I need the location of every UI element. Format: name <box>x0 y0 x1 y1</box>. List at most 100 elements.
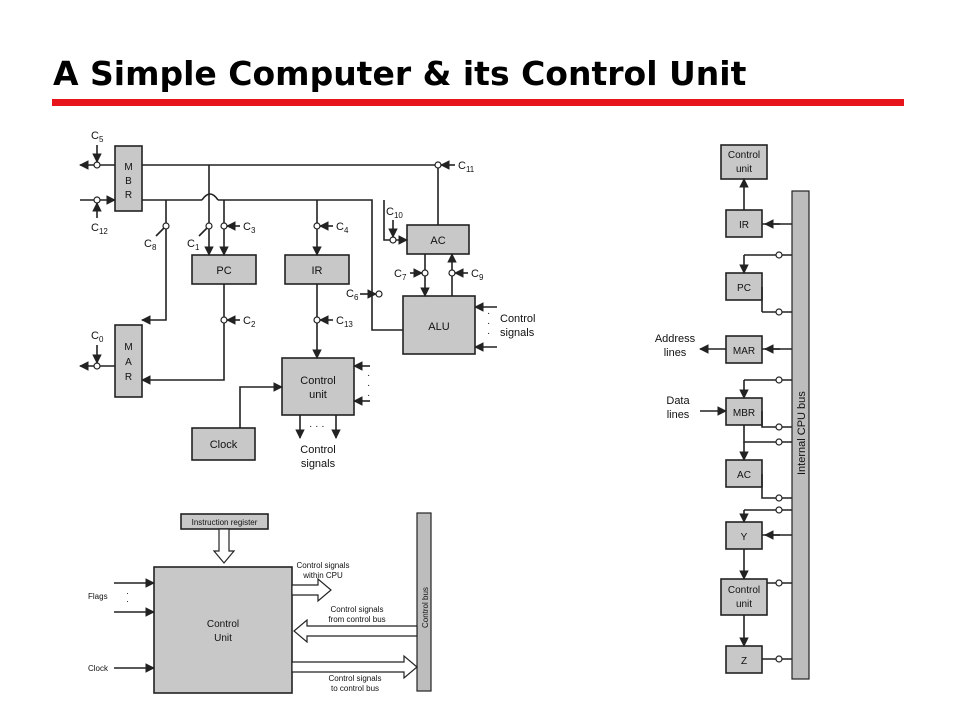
c3-gate <box>220 222 228 230</box>
mar-letter-3: R <box>125 372 132 383</box>
internal-cpu-bus <box>791 190 810 680</box>
clock-block <box>191 427 256 461</box>
mar-letter-2: A <box>125 357 132 368</box>
c1-gate <box>205 222 213 230</box>
bus-control-unit-top <box>720 144 768 180</box>
c5-gate <box>93 161 101 169</box>
c12-gate <box>93 196 101 204</box>
bus-ac-block <box>725 459 763 488</box>
from-bus-arrow <box>293 618 418 644</box>
svg-text:·: · <box>367 390 370 401</box>
bus-z-label: Z <box>741 656 747 667</box>
c4-label: C4 <box>336 221 349 235</box>
mbr-letter-2: B <box>125 176 132 187</box>
bus-mar-label: MAR <box>733 346 755 357</box>
c7-label: C7 <box>394 268 407 282</box>
c2-label: C2 <box>243 315 256 329</box>
bus-ac-label: AC <box>737 470 751 481</box>
control-bus-label: Control bus <box>421 587 430 628</box>
c10-gate <box>389 236 397 244</box>
from-bus-label-1: Control signals <box>331 605 384 614</box>
control-unit-diagram: Instruction register Control Unit Contro… <box>88 512 432 694</box>
alu-control-signals-label-2: signals <box>500 327 535 339</box>
cu-main-label-1: Control <box>207 619 239 630</box>
control-bus <box>416 512 432 692</box>
c0-label: C0 <box>91 330 104 344</box>
c8-label: C8 <box>144 238 157 252</box>
svg-text:·: · <box>126 596 129 606</box>
alu-label: ALU <box>428 321 449 333</box>
bus-mbr-label: MBR <box>733 408 755 419</box>
c9-label: C9 <box>471 268 484 282</box>
mar-block <box>114 324 143 398</box>
within-cpu-label-2: within CPU <box>302 571 343 580</box>
c3-label: C3 <box>243 221 256 235</box>
title-underline <box>52 99 904 106</box>
c11-label: C11 <box>458 160 475 174</box>
data-lines-label-2: lines <box>667 409 690 421</box>
within-cpu-label-1: Control signals <box>297 561 350 570</box>
bus-pc-label: PC <box>737 283 751 294</box>
c8-gate <box>162 222 170 230</box>
mbr-block <box>114 145 143 212</box>
from-bus-label-2: from control bus <box>328 615 385 624</box>
c1-label: C1 <box>187 238 200 252</box>
svg-text:·: · <box>367 380 370 391</box>
c13-gate <box>313 316 321 324</box>
control-unit-label-1: Control <box>300 375 335 387</box>
mbr-letter-3: R <box>125 190 132 201</box>
control-unit-block <box>281 357 355 416</box>
c2-gate <box>220 316 228 324</box>
cu-main-block <box>153 566 293 694</box>
simple-computer-diagram: M B R M A R PC IR AC ALU Control unit Cl… <box>79 130 535 470</box>
c9-gate <box>448 269 456 277</box>
flags-label: Flags <box>88 592 108 601</box>
bus-pc-block <box>725 272 763 301</box>
alu-control-signals-label-1: Control <box>500 313 535 325</box>
within-cpu-arrow <box>291 577 332 603</box>
cu-control-signals-label-2: signals <box>301 458 336 470</box>
svg-text:·: · <box>487 308 490 319</box>
pc-block <box>191 254 257 285</box>
ir-label: IR <box>312 265 323 277</box>
svg-text:·: · <box>126 588 129 598</box>
ir-to-cu-arrow <box>212 528 236 564</box>
c0-gate <box>93 362 101 370</box>
c6-label: C6 <box>346 288 359 302</box>
svg-text:·: · <box>487 318 490 329</box>
c5-label: C5 <box>91 130 104 144</box>
ac-label: AC <box>430 235 445 247</box>
c7-gate <box>421 269 429 277</box>
cu-main-label-2: Unit <box>214 633 232 644</box>
data-lines-label-1: Data <box>666 395 690 407</box>
alu-block <box>402 295 476 355</box>
slide-title: A Simple Computer & its Control Unit <box>53 54 747 93</box>
pc-label: PC <box>216 265 231 277</box>
svg-text:·: · <box>367 370 370 381</box>
address-lines-label-2: lines <box>664 347 687 359</box>
bus-y-label: Y <box>741 532 748 543</box>
svg-text:· · ·: · · · <box>309 421 325 432</box>
bus-cu-bottom-label-1: Control <box>728 585 760 596</box>
mar-letter-1: M <box>124 342 132 353</box>
c10-label: C10 <box>386 206 403 220</box>
bus-cu-bottom-label-2: unit <box>736 599 752 610</box>
to-bus-arrow <box>291 654 418 680</box>
clock-label: Clock <box>210 439 238 451</box>
c12-label: C12 <box>91 222 108 236</box>
cu-control-signals-label-1: Control <box>300 444 335 456</box>
internal-bus-diagram: Internal CPU bus Control unit IR PC MAR … <box>655 144 810 680</box>
bus-cu-top-label-2: unit <box>736 164 752 175</box>
c11-gate <box>434 161 442 169</box>
bus-ir-label: IR <box>739 220 749 231</box>
to-bus-label-2: to control bus <box>331 684 379 693</box>
c4-gate <box>313 222 321 230</box>
c13-label: C13 <box>336 315 353 329</box>
instruction-register-label: Instruction register <box>192 518 258 527</box>
c6-gate <box>375 290 383 298</box>
to-bus-label-1: Control signals <box>329 674 382 683</box>
address-lines-label-1: Address <box>655 333 696 345</box>
cu-clock-label: Clock <box>88 664 109 673</box>
internal-bus-label: Internal CPU bus <box>796 391 808 475</box>
